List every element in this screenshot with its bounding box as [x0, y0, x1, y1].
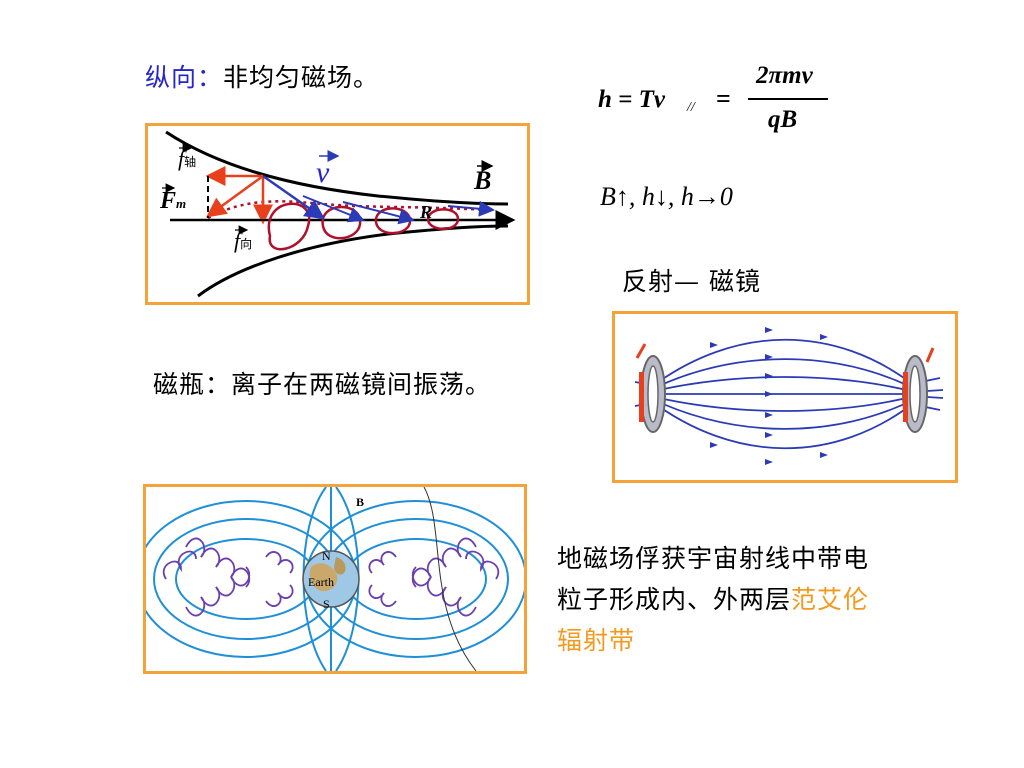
heading-text: 非均匀磁场。: [223, 63, 380, 92]
belt-text: 地磁场俘获宇宙射线中带电 粒子形成内、外两层范艾伦 辐射带: [557, 538, 869, 661]
fraction-bar: [748, 98, 828, 100]
belt-text-line1: 地磁场俘获宇宙射线中带电: [557, 544, 870, 573]
helix-loop-1: [267, 202, 311, 251]
bottle-text: 磁瓶：离子在两磁镜间振荡。: [153, 370, 492, 399]
limit-line: B↑, h↓, h→0: [600, 182, 733, 211]
f-radial-label: f向: [234, 228, 253, 253]
field-line-bottom: [197, 224, 509, 298]
dotted-guide: [207, 200, 489, 220]
bottle-diagram-svg: [634, 327, 944, 465]
formula-equals: =: [716, 84, 731, 113]
velocity-arrow-1: [262, 174, 326, 220]
belt-text-line3: 辐射带: [557, 626, 636, 655]
van-allen-highlight: 范艾伦: [791, 585, 870, 614]
earth-diagram: B N Earth S: [143, 484, 527, 674]
field-line-top: [165, 130, 509, 206]
earth-N-label: N: [322, 549, 331, 563]
helix-loop-4: [426, 208, 460, 231]
formula-subscript: //: [687, 100, 695, 115]
mirror-label: 反射— 磁镜: [622, 267, 761, 296]
force-total-arrow: [205, 174, 264, 218]
helix-loop-2: [321, 205, 362, 240]
earth-diagram-svg: [146, 487, 524, 671]
formula-lhs: h = Tv: [598, 86, 666, 113]
heading-label: 纵向：: [145, 63, 224, 92]
formula-denominator: qB: [768, 106, 798, 133]
B-label: B: [474, 166, 492, 195]
v-label: v: [316, 156, 330, 189]
velocity-arrow-4: [447, 200, 495, 217]
velocity-arrow-3: [342, 201, 415, 225]
earth-B-label: B: [356, 495, 365, 509]
bottle-diagram: [612, 311, 958, 483]
earth-label: Earth: [308, 575, 334, 589]
F-m-label: Fm: [160, 188, 187, 214]
R-label: R: [420, 202, 433, 222]
heading: 纵向：非均匀磁场。: [145, 58, 379, 94]
pitch-formula: h = Tv // = 2πmv qB: [598, 62, 838, 142]
velocity-arrow-2: [302, 195, 365, 223]
earth-S-label: S: [323, 597, 330, 611]
f-axial-label: f轴: [178, 146, 197, 171]
belt-text-line2: 粒子形成内、外两层范艾伦: [557, 585, 870, 614]
mirror-diagram-svg: [162, 130, 516, 298]
formula-numerator: 2πmv: [756, 62, 813, 89]
mirror-diagram: v B R f轴 Fm f向: [145, 123, 530, 305]
